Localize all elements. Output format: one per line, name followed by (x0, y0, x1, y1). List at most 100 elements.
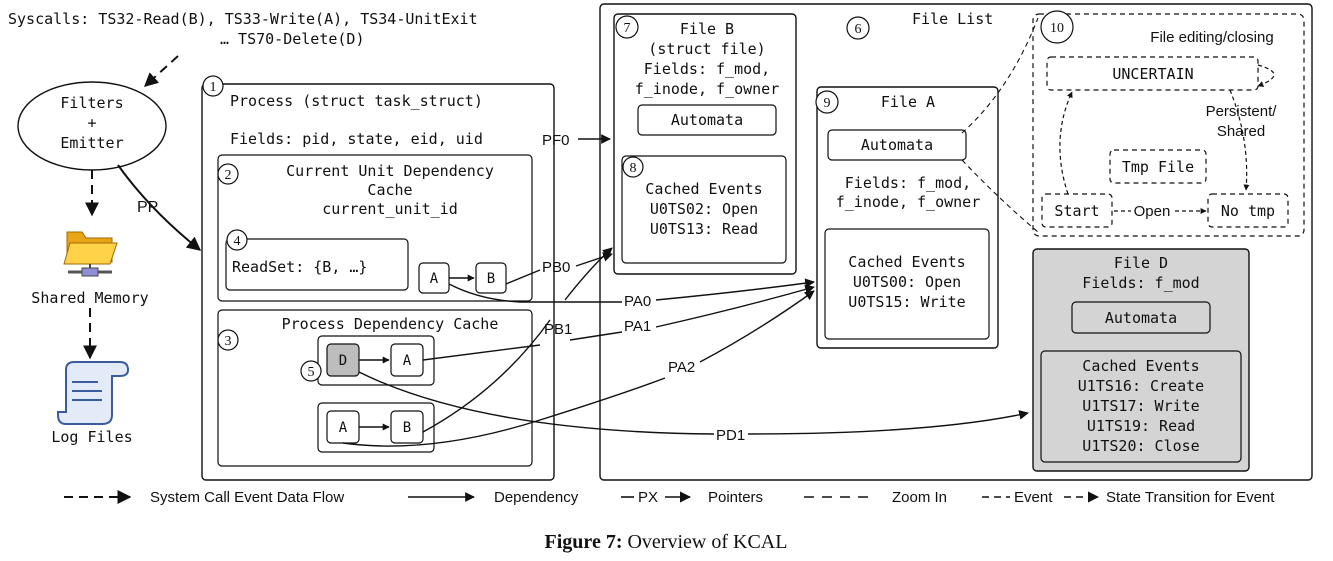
file-list-title: File List (912, 10, 993, 28)
file-d-fields: Fields: f_mod (1082, 274, 1199, 292)
file-a-event: U0TS00: Open (853, 273, 961, 291)
badge-9 (815, 90, 839, 114)
unit-node-a-label: A (430, 271, 439, 287)
file-a-fields-2: f_inode, f_owner (836, 193, 981, 211)
plus-label: + (87, 114, 96, 132)
node-d-label: D (339, 353, 347, 369)
unit-cache-title-3: current_unit_id (322, 200, 457, 218)
uncertain-to-notmp-transition (1229, 89, 1250, 191)
legend-event-label: Event (1014, 489, 1053, 506)
process-title: Process (struct task_struct) (230, 92, 483, 110)
process-cache-box (217, 309, 533, 467)
shared-label: Shared (1217, 123, 1265, 140)
pb1-label: PB1 (544, 321, 572, 338)
badge-9-label: 9 (824, 96, 831, 111)
persistent-label: Persistent/ (1206, 103, 1278, 120)
pa0-line (448, 283, 622, 303)
log-files-label: Log Files (51, 428, 132, 446)
open-transition-label: Open (1134, 203, 1171, 220)
badge-4 (226, 229, 248, 251)
badge-8 (622, 156, 644, 178)
caption-bold: Figure 7: (545, 531, 623, 553)
badge-10 (1040, 10, 1074, 44)
node-b-3 (390, 410, 424, 444)
pa2-label: PA2 (668, 359, 695, 376)
file-d-event: U1TS20: Close (1082, 437, 1199, 455)
legend: System Call Event Data Flow Dependency P… (64, 489, 1275, 506)
badge-5 (300, 360, 322, 382)
badge-2-label: 2 (225, 168, 232, 183)
node-a-2-label: A (403, 353, 412, 369)
emitter-label: Emitter (60, 134, 123, 152)
file-b-automata (637, 104, 777, 136)
process-cache-title: Process Dependency Cache (282, 315, 499, 333)
process-fields: Fields: pid, state, eid, uid (230, 130, 483, 148)
badge-2 (217, 163, 239, 185)
state-start-label: Start (1054, 202, 1099, 220)
state-uncertain-label: UNCERTAIN (1112, 65, 1193, 83)
pb1-arrow (422, 248, 612, 433)
file-a-automata-label: Automata (861, 136, 933, 154)
pf0-label: PF0 (542, 132, 570, 149)
zoom-in-line-bottom (961, 159, 1039, 233)
file-a-title: File A (881, 93, 935, 111)
badge-7-label: 7 (624, 21, 631, 36)
pd1-arrow (747, 410, 1029, 435)
file-d-automata (1071, 301, 1211, 334)
pb0-label: PB0 (542, 259, 570, 276)
file-b-event: U0TS02: Open (650, 200, 758, 218)
badge-6 (846, 16, 870, 40)
file-a-event: U0TS15: Write (848, 293, 965, 311)
zoom-title: File editing/closing (1150, 29, 1273, 46)
badge-1 (202, 75, 224, 97)
state-tmp-file (1109, 149, 1207, 184)
file-a-cache-title: Cached Events (848, 253, 965, 271)
file-b-automata-label: Automata (671, 111, 743, 129)
file-b-fields-2: f_inode, f_owner (635, 80, 780, 98)
pd1-label: PD1 (716, 427, 745, 444)
caption-rest: Overview of KCAL (627, 531, 787, 553)
file-b-event: U0TS13: Read (650, 220, 758, 238)
start-to-uncertain-transition (1059, 91, 1073, 195)
pa1-arrow (422, 287, 814, 361)
syscalls-line-2: … TS70-Delete(D) (220, 30, 365, 48)
file-d-event: U1TS16: Create (1078, 377, 1204, 395)
unit-cache-title-2: Cache (367, 181, 412, 199)
state-no-tmp-label: No tmp (1221, 202, 1275, 220)
file-a-automata (827, 129, 967, 161)
zoom-in-line-top (961, 17, 1039, 134)
badge-8-label: 8 (630, 161, 637, 176)
shared-memory-label: Shared Memory (31, 289, 148, 307)
badge-7 (615, 15, 639, 39)
node-b-3-label: B (403, 420, 411, 436)
pa1-label: PA1 (624, 318, 651, 335)
state-tmp-file-label: Tmp File (1122, 158, 1194, 176)
folder-icon (63, 231, 118, 277)
readset-text: ReadSet: {B, …} (232, 258, 367, 276)
figure-caption: Figure 7: Overview of KCAL (545, 531, 788, 553)
legend-transition-label: State Transition for Event (1106, 489, 1275, 506)
legend-pointers-label: Pointers (708, 489, 763, 506)
file-b-cached-events (621, 155, 787, 264)
file-b-title: File B (680, 20, 734, 38)
file-b-struct: (struct file) (648, 40, 765, 58)
unit-node-b (475, 262, 507, 294)
pp-arrow (117, 164, 202, 251)
file-a-cached-events (824, 228, 990, 340)
badge-3-label: 3 (225, 334, 232, 349)
badge-3 (217, 329, 239, 351)
file-b-fields-1: Fields: f_mod, (644, 60, 770, 78)
file-d-cached-events (1040, 350, 1242, 463)
legend-dependency-label: Dependency (494, 489, 579, 506)
file-b-cache-title: Cached Events (645, 180, 762, 198)
legend-syscall-flow-label: System Call Event Data Flow (150, 489, 344, 506)
state-uncertain (1046, 56, 1259, 91)
pa0-label: PA0 (624, 293, 651, 310)
file-d-automata-label: Automata (1105, 309, 1177, 327)
file-d-cache-title: Cached Events (1082, 357, 1199, 375)
syscalls-to-filters-arrow (143, 55, 179, 87)
readset-box (225, 238, 409, 291)
badge-1-label: 1 (210, 80, 217, 95)
node-a-3-label: A (339, 420, 348, 436)
